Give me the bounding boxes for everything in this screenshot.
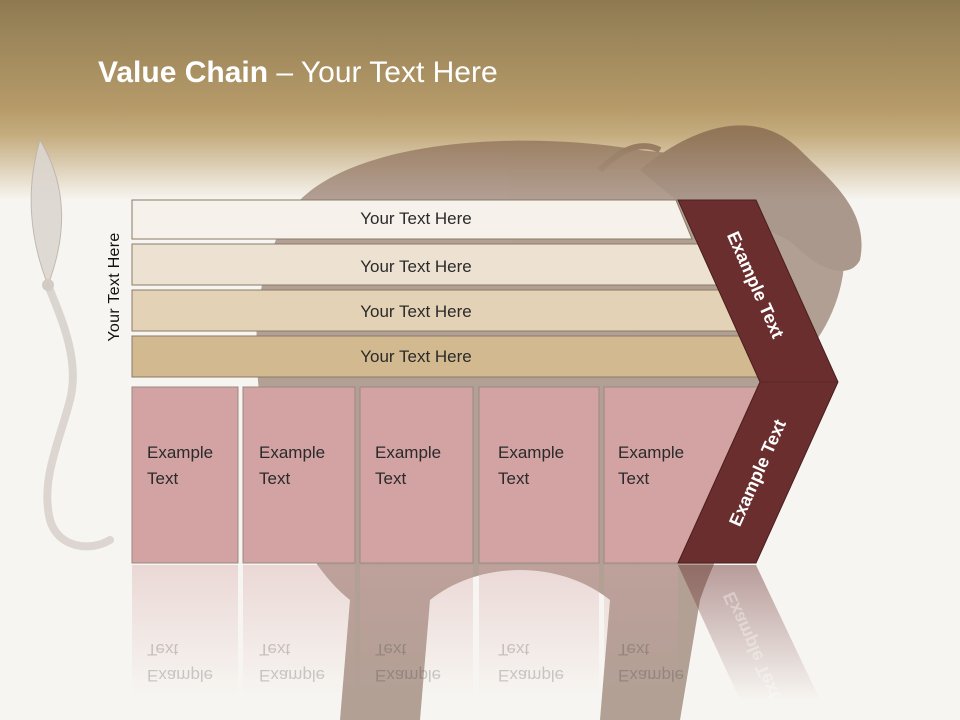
cell-label-1: Example Text: [147, 440, 213, 492]
cell-reflection-2-line1: Example: [259, 666, 326, 685]
cell-label-4-line2: Text: [498, 469, 530, 488]
cell-reflection-4: Example Text: [498, 636, 564, 688]
slide-title: Value Chain – Your Text Here: [98, 56, 498, 90]
cell-reflection-2-line2: Text: [259, 640, 291, 659]
cell-4: [478, 386, 600, 564]
cell-label-5-line2: Text: [618, 469, 650, 488]
cell-reflection-3-line2: Text: [375, 640, 407, 659]
cell-3: [359, 386, 474, 564]
band-label-4: Your Text Here: [360, 347, 472, 366]
cell-2: [242, 386, 356, 564]
title-rest: – Your Text Here: [268, 56, 498, 89]
band-label-3: Your Text Here: [360, 302, 472, 321]
cell-label-2-line1: Example: [259, 443, 326, 462]
cell-label-3: Example Text: [375, 440, 441, 492]
cell-reflection-1: Example Text: [147, 636, 213, 688]
cell-label-1-line2: Text: [147, 469, 179, 488]
cell-reflection-3-line1: Example: [375, 666, 442, 685]
cell-reflection-3: Example Text: [375, 636, 441, 688]
cell-reflection-4-line1: Example: [498, 666, 565, 685]
band-label-2: Your Text Here: [360, 257, 472, 276]
reflection: [132, 565, 820, 700]
cell-reflection-1-line1: Example: [147, 666, 214, 685]
cell-label-3-line1: Example: [375, 443, 442, 462]
cell-reflection-5-line2: Text: [618, 640, 650, 659]
cell-label-1-line1: Example: [147, 443, 214, 462]
title-bold: Value Chain: [98, 56, 269, 89]
cell-label-4: Example Text: [498, 440, 564, 492]
cell-label-4-line1: Example: [498, 443, 565, 462]
cell-reflection-1-line2: Text: [147, 640, 179, 659]
band-label-1: Your Text Here: [360, 209, 472, 228]
cell-label-2: Example Text: [259, 440, 325, 492]
cell-label-5: Example Text: [618, 440, 684, 492]
cell-1: [131, 386, 239, 564]
band-1: [131, 199, 693, 240]
cell-label-5-line1: Example: [618, 443, 685, 462]
cell-reflection-5: Example Text: [618, 636, 684, 688]
cell-label-2-line2: Text: [259, 469, 291, 488]
cell-reflection-5-line1: Example: [618, 666, 685, 685]
cell-reflection-4-line2: Text: [498, 640, 530, 659]
cell-label-3-line2: Text: [375, 469, 407, 488]
cell-reflection-2: Example Text: [259, 636, 325, 688]
